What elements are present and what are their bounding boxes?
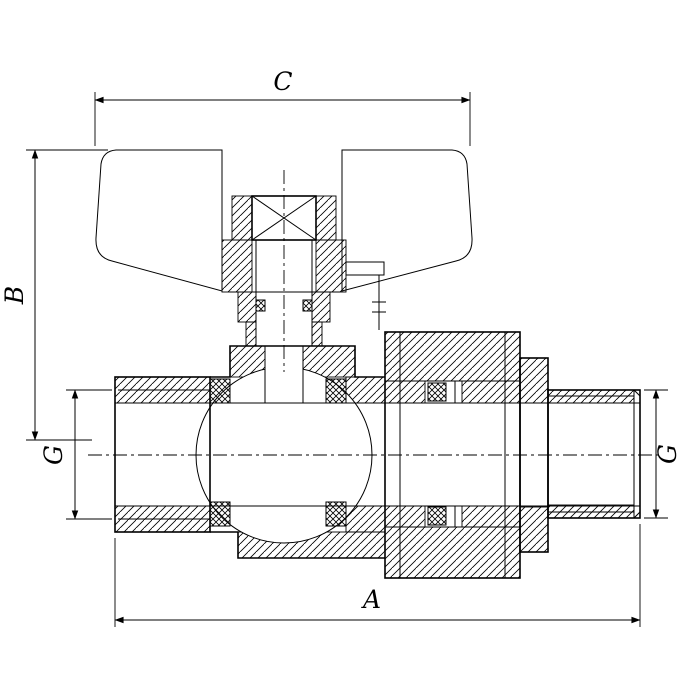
adapter-flange-bottom-hatch: [461, 505, 521, 528]
handle-hub-left-hatch: [221, 239, 253, 293]
handle-stop-tab: [345, 261, 385, 276]
dim-label-C: C: [273, 67, 292, 96]
dimension-G-left: G: [39, 389, 112, 520]
handle-wing-right: [341, 149, 473, 292]
adapter-flange-top-hatch: [461, 380, 521, 404]
dimension-G-right: G: [644, 389, 682, 519]
seat-seal-top-left: [209, 378, 231, 404]
tailpiece-top-hatch: [384, 380, 426, 404]
union-nut-top-hatch: [384, 331, 521, 382]
dimension-B: B: [0, 149, 108, 441]
left-port-outline: [114, 376, 211, 533]
union-nut-bottom-hatch: [384, 526, 521, 579]
tailpiece-bottom-hatch: [384, 505, 426, 528]
centerlines: [88, 170, 660, 456]
stem-seal-left: [255, 299, 266, 312]
dim-label-A: A: [361, 585, 381, 614]
handle-boss-right-hatch: [315, 195, 337, 241]
union-oring-top: [427, 382, 447, 402]
handle-boss-left-hatch: [231, 195, 253, 241]
stem-seal-right: [302, 299, 313, 312]
thread-chamfer-bottom: [633, 511, 641, 519]
gland-right-hatch: [311, 291, 331, 323]
dim-label-G-right: G: [653, 444, 682, 464]
dimension-A: A: [114, 524, 641, 627]
dim-label-B: B: [0, 286, 29, 305]
thread-chamfer-top: [633, 389, 641, 397]
stem-square-diagonal-2: [251, 195, 317, 241]
valve-body: [114, 331, 641, 579]
seat-seal-bottom-left: [209, 501, 231, 527]
body-top-outline: [210, 345, 385, 378]
body-bottom-outline: [210, 531, 385, 559]
butterfly-handle: [95, 149, 473, 347]
union-oring-bottom: [427, 506, 447, 526]
male-thread-outline: [547, 389, 641, 519]
adapter-step-top-hatch: [519, 357, 549, 404]
dimension-C: C: [94, 67, 471, 146]
dim-label-G-left: G: [39, 445, 68, 465]
gland-step-right-hatch: [311, 321, 323, 347]
gland-left-hatch: [237, 291, 257, 323]
handle-wing-left: [95, 149, 223, 292]
seat-seal-bottom-right: [325, 501, 347, 527]
seat-seal-top-right: [325, 378, 347, 404]
gland-step-left-hatch: [245, 321, 257, 347]
handle-hub-right-hatch: [315, 239, 347, 293]
adapter-step-bottom-hatch: [519, 506, 549, 553]
